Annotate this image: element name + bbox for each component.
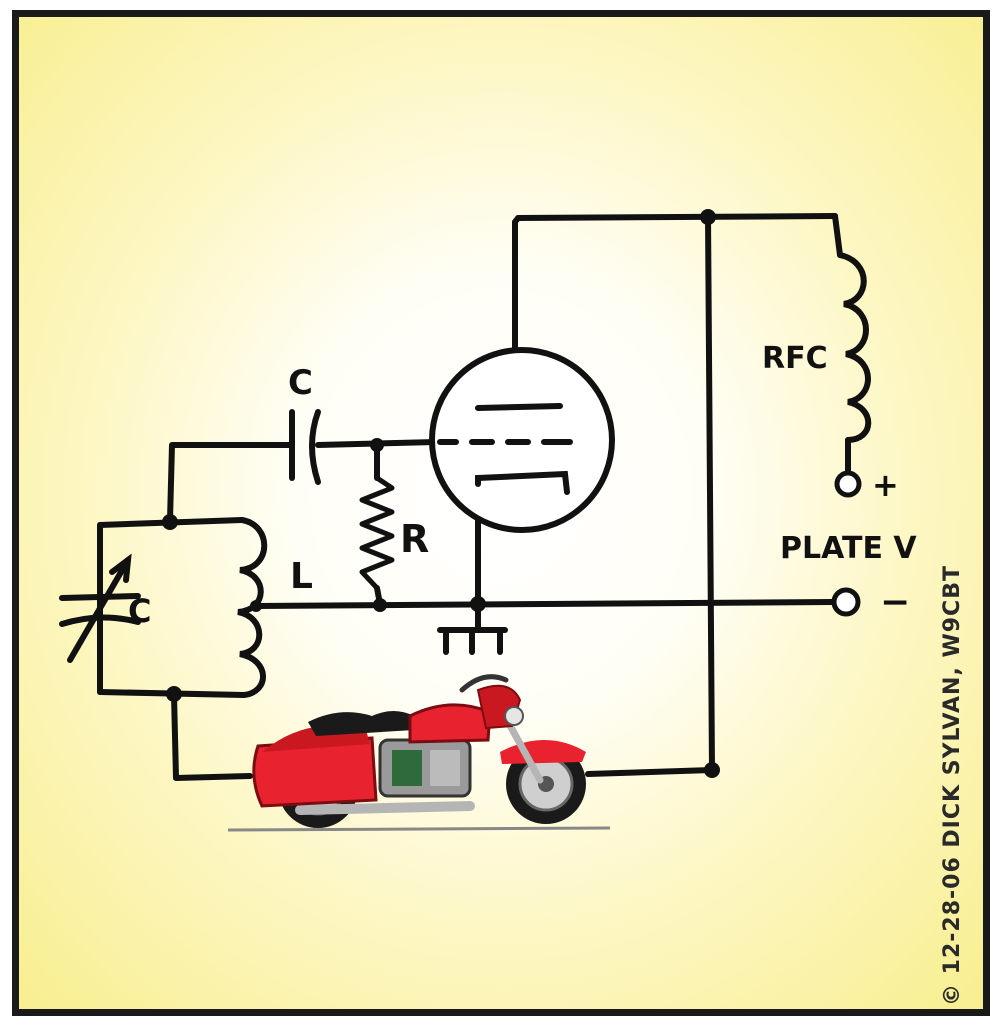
coupling-capacitor-label: C — [288, 363, 313, 403]
junction-dot — [704, 762, 720, 778]
wire-cathode-ground — [253, 599, 835, 609]
junction-dot — [700, 209, 716, 225]
coupling-capacitor — [289, 409, 321, 485]
rf-choke-coil — [837, 252, 872, 443]
resistor-label: R — [400, 517, 429, 561]
plus-terminal — [834, 470, 862, 498]
plate-voltage-label: PLATE V — [780, 531, 917, 566]
wire-right-bus — [705, 213, 715, 773]
junction-dot — [162, 514, 178, 530]
vacuum-tube-icon — [429, 347, 615, 533]
grid-resistor — [359, 475, 395, 591]
variable-capacitor — [59, 553, 141, 663]
minus-label: − — [880, 582, 910, 623]
inductor-label: L — [290, 556, 313, 597]
wire-grid — [167, 442, 295, 523]
plus-label: + — [872, 466, 899, 504]
copyright-credit: © 12-28-06 DICK SYLVAN, W9CBT — [940, 565, 965, 1006]
junction-dot — [470, 596, 486, 612]
wire-rfc-top — [832, 213, 843, 258]
junction-dot — [373, 598, 387, 612]
wire-bottom-return-right — [585, 767, 715, 777]
minus-terminal — [831, 587, 861, 617]
wire-bottom-return-left — [171, 692, 253, 781]
tank-inductor — [237, 517, 268, 698]
junction-dot — [166, 686, 182, 702]
wire-plate-top — [512, 213, 838, 225]
motorcycle-icon — [227, 674, 611, 832]
junction-dot — [370, 438, 384, 452]
rfc-label: RFC — [762, 341, 828, 376]
variable-capacitor-label: C — [128, 592, 151, 630]
